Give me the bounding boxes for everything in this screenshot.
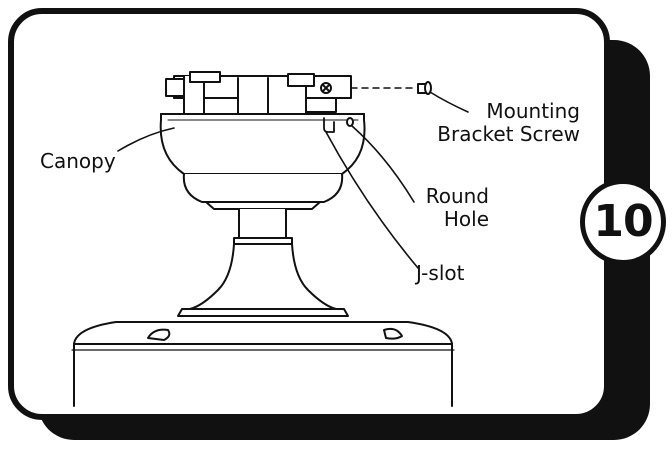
round-hole-label-line2: Hole (443, 207, 489, 231)
round-hole-label-line1: Round (425, 184, 489, 208)
mounting-bracket-screw-label-line2: Bracket Screw (437, 122, 580, 146)
canopy-label: Canopy (40, 149, 116, 173)
canopy (159, 113, 366, 245)
illustration-panel (8, 8, 610, 420)
step-number-badge: 10 (580, 179, 666, 265)
fan-canopy-illustration (71, 71, 469, 407)
leader-lines (117, 91, 469, 269)
mounting-bracket-screw-label-line1: Mounting (486, 99, 580, 123)
motor-housing (71, 243, 455, 407)
mounting-bracket-screw-label: Mounting Bracket Screw (430, 100, 580, 146)
mounting-bracket (165, 71, 352, 119)
round-hole-label: Round Hole (405, 185, 489, 231)
mounting-bracket-screw (350, 81, 432, 95)
j-slot-label: J-slot (416, 261, 465, 285)
step-number: 10 (593, 196, 653, 247)
